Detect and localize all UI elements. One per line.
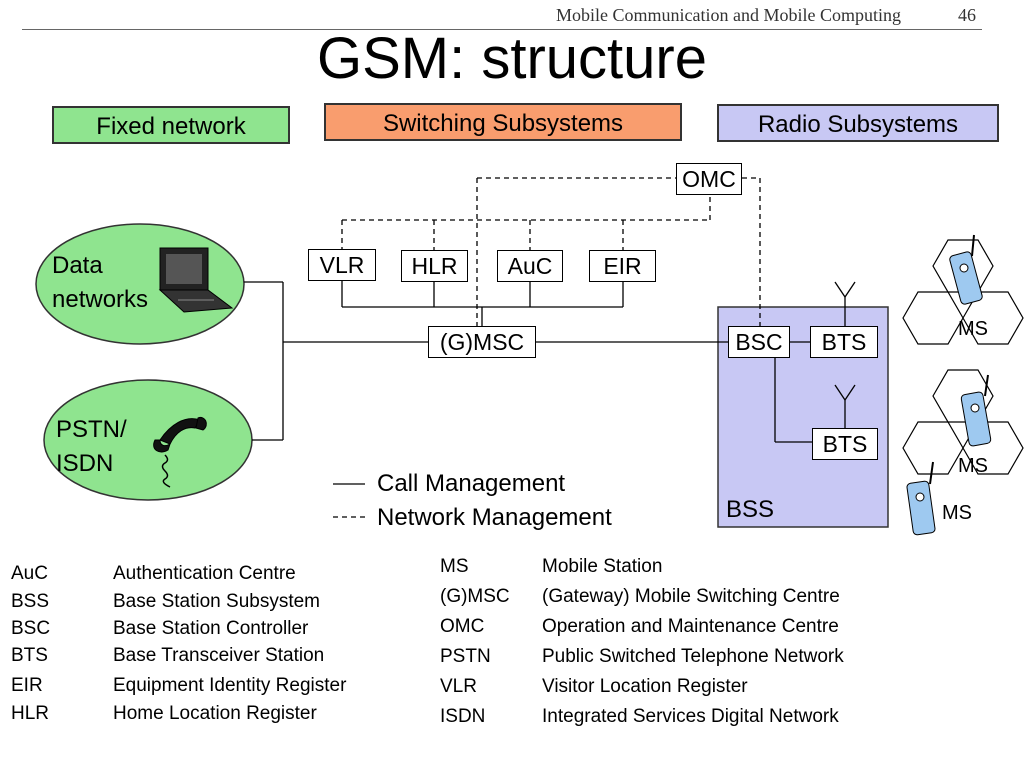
abbr-description: Equipment Identity Register — [113, 675, 347, 696]
ms-label-1: MS — [958, 318, 988, 340]
data-networks-label-1: Data — [52, 252, 103, 279]
abbr-description: Authentication Centre — [113, 563, 296, 584]
cell-hexagons — [902, 239, 1024, 475]
bss-label: BSS — [726, 496, 775, 523]
hlr-node: HLR — [401, 250, 468, 282]
abbr-term: VLR — [440, 676, 477, 697]
telephone-icon — [153, 416, 207, 488]
isdn-label: ISDN — [56, 450, 114, 477]
bts-node-2: BTS — [812, 428, 878, 460]
abbr-term: BSS — [11, 591, 50, 612]
abbr-term: ISDN — [440, 706, 486, 727]
omc-node: OMC — [676, 163, 742, 195]
mobile-phone-icon-3 — [906, 461, 936, 536]
call-management-lines — [244, 280, 856, 443]
abbr-term: MS — [440, 556, 469, 577]
ms-label-3: MS — [942, 502, 972, 524]
abbr-description: Public Switched Telephone Network — [542, 646, 844, 667]
abbr-term: BTS — [11, 645, 48, 666]
abbr-description: Visitor Location Register — [542, 676, 748, 697]
abbr-term: PSTN — [440, 646, 491, 667]
bsc-node: BSC — [728, 326, 790, 358]
abbr-term: BSC — [11, 618, 51, 639]
radio-subsystems-box: Radio Subsystems — [717, 104, 999, 142]
eir-node: EIR — [589, 250, 656, 282]
legend-call-management: Call Management — [377, 470, 566, 497]
pstn-label: PSTN/ — [56, 416, 127, 443]
abbr-description: Integrated Services Digital Network — [542, 706, 839, 727]
page-number: 46 — [958, 5, 976, 25]
header-rule — [22, 29, 982, 30]
auc-node: AuC — [497, 250, 563, 282]
abbr-description: Home Location Register — [113, 703, 317, 724]
ms-label-2: MS — [958, 455, 988, 477]
vlr-node: VLR — [308, 249, 376, 281]
network-management-lines — [341, 177, 761, 327]
abbr-description: Base Station Controller — [113, 618, 309, 639]
abbr-description: Base Station Subsystem — [113, 591, 320, 612]
abbr-description: Base Transceiver Station — [113, 645, 325, 666]
mobile-phone-icon-1 — [949, 234, 983, 305]
abbr-description: Mobile Station — [542, 556, 663, 577]
gmsc-node: (G)MSC — [428, 326, 536, 358]
abbr-description: Operation and Maintenance Centre — [542, 616, 839, 637]
data-networks-label-2: networks — [52, 286, 149, 313]
legend-network-management: Network Management — [377, 504, 612, 531]
page-title: GSM: structure — [317, 26, 707, 91]
abbr-description: (Gateway) Mobile Switching Centre — [542, 586, 840, 607]
abbr-term: AuC — [11, 563, 48, 584]
bts-node-1: BTS — [810, 326, 878, 358]
abbr-term: (G)MSC — [440, 586, 510, 607]
abbr-term: OMC — [440, 616, 485, 637]
abbr-term: EIR — [11, 675, 43, 696]
abbr-term: HLR — [11, 703, 50, 724]
fixed-network-box: Fixed network — [52, 106, 290, 144]
laptop-icon — [158, 247, 234, 313]
mobile-phone-icon-2 — [960, 374, 992, 447]
switching-subsystems-box: Switching Subsystems — [324, 103, 682, 141]
course-title: Mobile Communication and Mobile Computin… — [556, 5, 901, 25]
